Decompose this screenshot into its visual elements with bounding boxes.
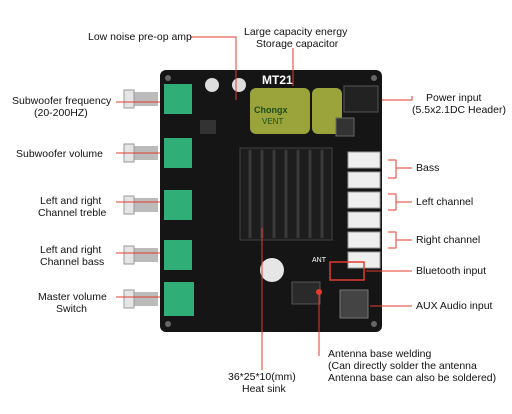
knob-subwoofer-frequency [123,84,192,114]
knob-bass [123,240,192,270]
label-master-line1: Master volume [38,291,107,303]
label-bass: Bass [416,162,440,174]
label-heatsink-line2: Heat sink [242,383,286,395]
label-right-channel: Right channel [416,234,481,246]
ant-silk: ANT [312,257,326,264]
label-capacitor-line2: Storage capacitor [256,38,339,50]
knob-treble [123,190,192,220]
label-heatsink-line1: 36*25*10(mm) [228,371,296,383]
label-left-channel: Left channel [416,196,474,208]
board-model: MT21 [262,73,293,87]
capacitor [250,88,342,134]
label-pre-op-amp: Low noise pre-op amp [88,31,192,43]
label-aux: AUX Audio input [416,300,493,312]
label-antenna-line3: Antenna base can also be soldered) [328,372,497,384]
capacitor-brand: Chongx [254,105,288,115]
round-chip [260,258,284,282]
power-jack [343,85,379,113]
label-master-line2: Switch [56,303,87,315]
label-sub-volume: Subwoofer volume [16,148,103,160]
heat-sink [239,147,333,241]
aux-jack [339,289,369,319]
label-power-line2: (5.5x2.1DC Header) [412,104,506,116]
label-bluetooth: Bluetooth input [416,265,487,277]
label-antenna-line1: Antenna base welding [328,348,432,360]
bluetooth-antenna [329,261,365,281]
label-capacitor-line1: Large capacity energy [244,26,348,38]
label-bass-lr-line1: Left and right [40,244,102,256]
label-antenna-line2: (Can directly solder the antenna [328,360,477,372]
label-bass-lr-line2: Channel bass [40,256,105,268]
label-treble-line1: Left and right [40,195,102,207]
capacitor-sub: VENT [262,117,284,126]
label-treble-line2: Channel treble [38,207,107,219]
callout-lines [116,36,413,370]
knob-master-volume [123,282,194,316]
label-sub-freq-line1: Subwoofer frequency [12,95,112,107]
label-sub-freq-line2: (20-200HZ) [34,107,88,119]
label-power-line1: Power input [426,92,482,104]
speaker-terminals [347,151,381,269]
